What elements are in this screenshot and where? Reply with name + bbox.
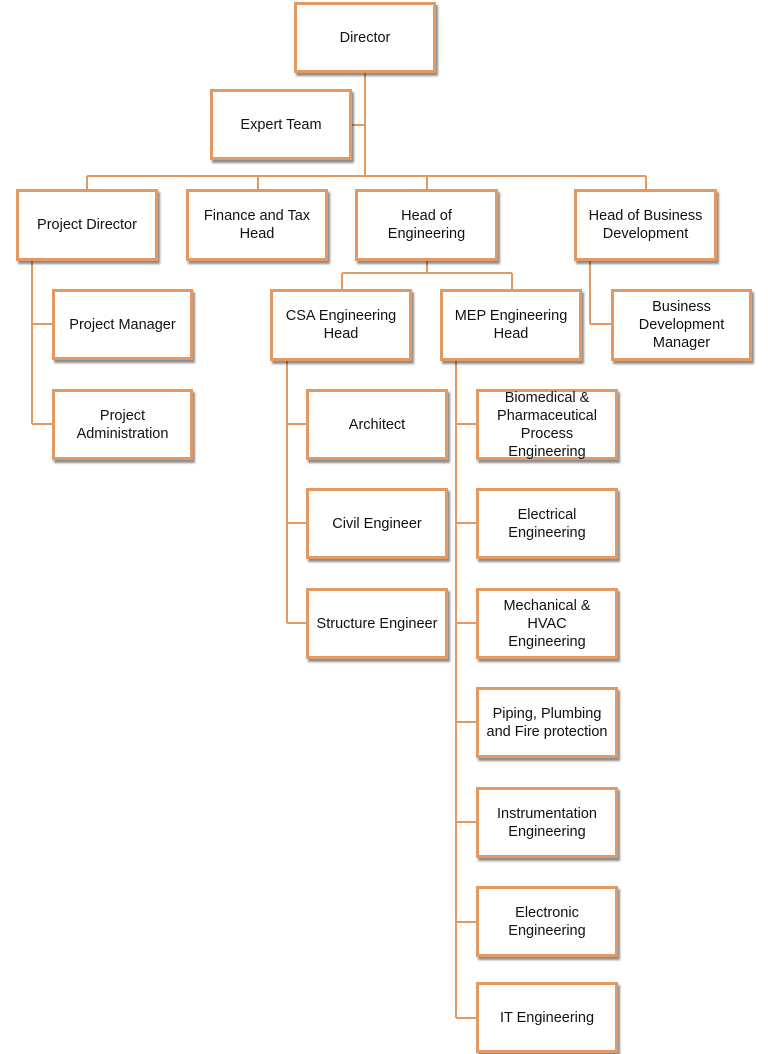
node-business-development-manager: Business Development Manager: [611, 289, 752, 361]
node-head-of-business-development: Head of Business Development: [574, 189, 717, 261]
node-director: Director: [294, 2, 436, 73]
node-structure-engineer: Structure Engineer: [306, 588, 448, 659]
node-it-engineering: IT Engineering: [476, 982, 618, 1053]
node-finance-tax-head: Finance and Tax Head: [186, 189, 328, 261]
node-electronic-engineering: Electronic Engineering: [476, 886, 618, 957]
node-biomedical-pharmaceutical: Biomedical & Pharmaceutical Process Engi…: [476, 389, 618, 460]
node-civil-engineer: Civil Engineer: [306, 488, 448, 559]
node-mep-engineering-head: MEP Engineering Head: [440, 289, 582, 361]
node-csa-engineering-head: CSA Engineering Head: [270, 289, 412, 361]
node-project-director: Project Director: [16, 189, 158, 261]
node-project-administration: Project Administration: [52, 389, 193, 460]
node-architect: Architect: [306, 389, 448, 460]
node-piping-plumbing-fire: Piping, Plumbing and Fire protection: [476, 687, 618, 758]
node-instrumentation-engineering: Instrumentation Engineering: [476, 787, 618, 858]
node-expert-team: Expert Team: [210, 89, 352, 160]
node-mechanical-hvac: Mechanical & HVAC Engineering: [476, 588, 618, 659]
node-project-manager: Project Manager: [52, 289, 193, 360]
node-electrical-engineering: Electrical Engineering: [476, 488, 618, 559]
node-head-of-engineering: Head of Engineering: [355, 189, 498, 261]
